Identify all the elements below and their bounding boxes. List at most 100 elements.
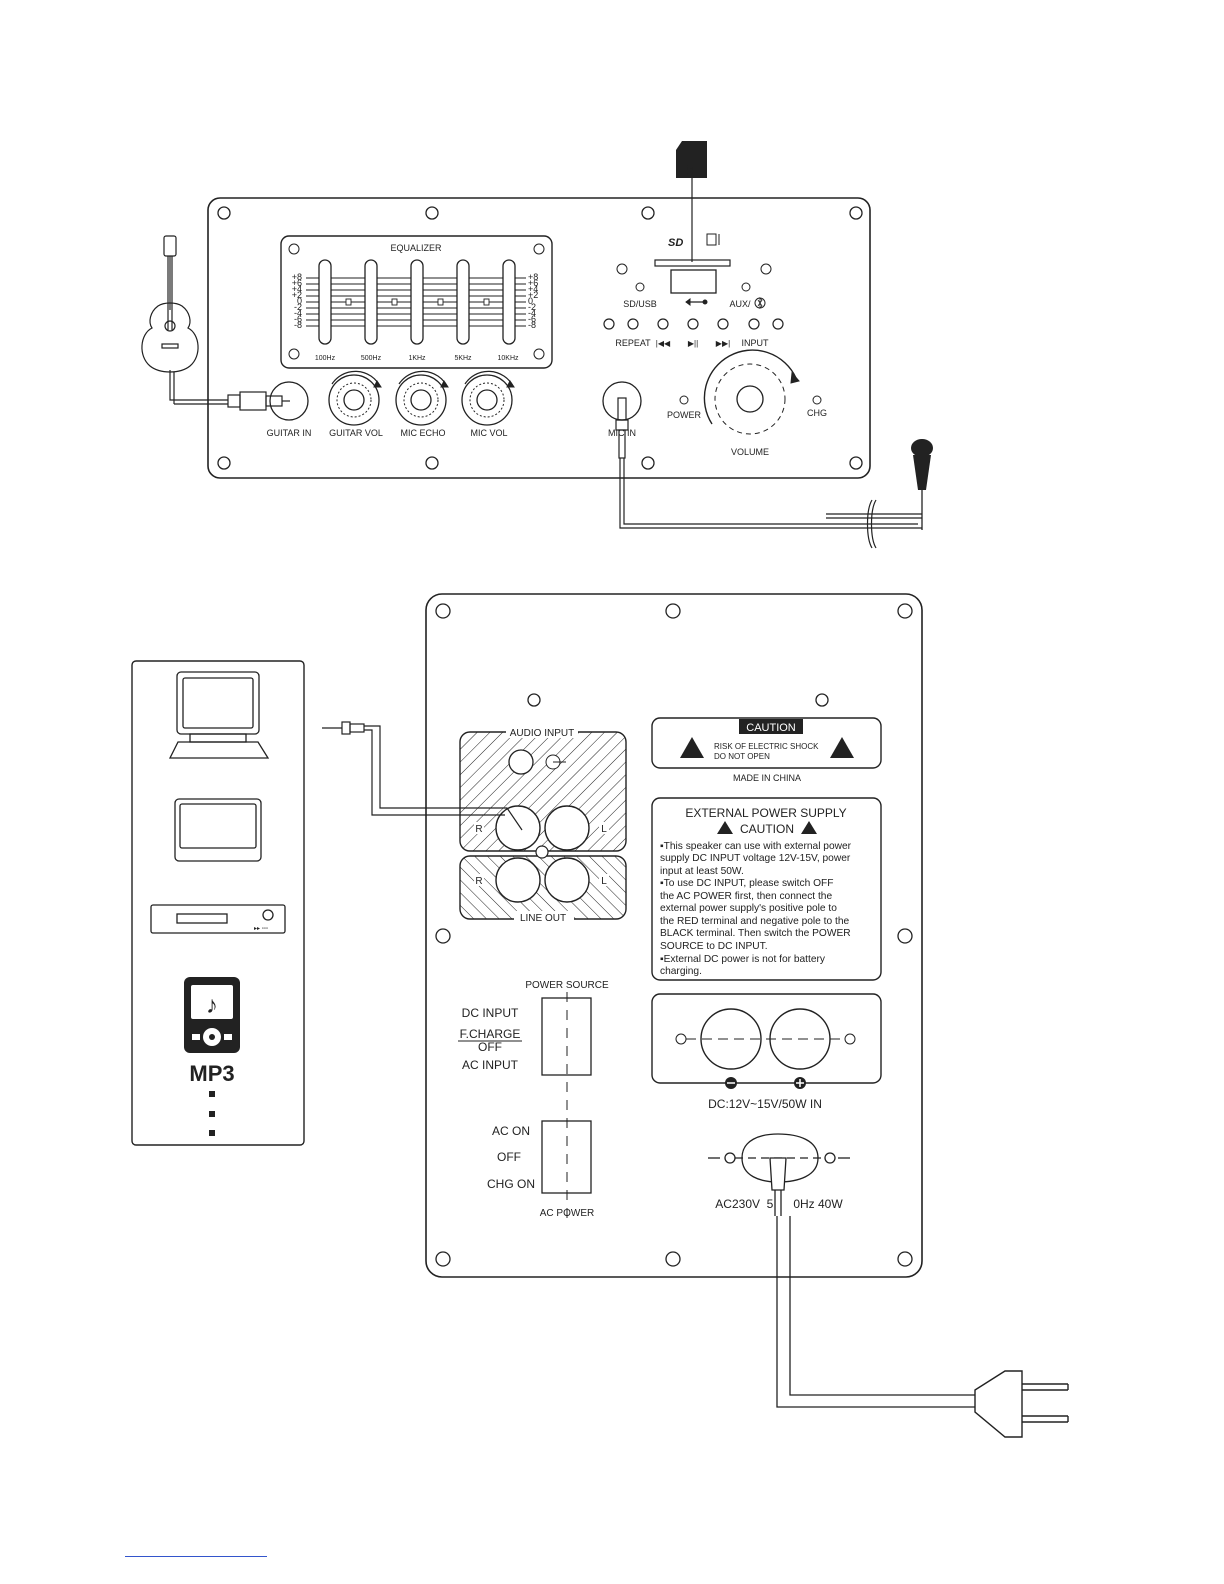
dc-input-label: DC INPUT bbox=[462, 1006, 519, 1020]
guitar-cable bbox=[173, 372, 290, 411]
line-out-panel bbox=[459, 855, 627, 920]
eq-scale-left-0: +8 bbox=[292, 272, 302, 282]
guitar-vol-knob[interactable] bbox=[328, 370, 382, 426]
guitar-icon bbox=[141, 235, 228, 401]
ac-on-label: AC ON bbox=[492, 1124, 530, 1138]
eq-scale-right-4: 0 bbox=[528, 296, 533, 306]
eq-slider-10khz[interactable] bbox=[502, 259, 516, 345]
eq-scale-left-5: -2 bbox=[294, 302, 302, 312]
external-power-box: EXTERNAL POWER SUPPLY CAUTION ▪This spea… bbox=[651, 797, 882, 981]
chg-on-label: CHG ON bbox=[487, 1177, 535, 1191]
volume-label: VOLUME bbox=[731, 447, 769, 457]
usb-port[interactable] bbox=[670, 269, 717, 294]
eq-scale-right-1: +6 bbox=[528, 278, 538, 288]
line-out-r-jack[interactable] bbox=[495, 857, 541, 903]
microphone-icon bbox=[911, 439, 933, 530]
eq-scale-right-6: -4 bbox=[528, 308, 536, 318]
source-devices-panel: ▸▸ ▫▫▫ ♪ MP3 bbox=[131, 660, 305, 1146]
mic-vol-knob[interactable] bbox=[461, 370, 515, 426]
ext-power-line: BLACK terminal. Then switch the POWER bbox=[660, 928, 851, 939]
ext-power-line: ▪This speaker can use with external powe… bbox=[660, 841, 852, 852]
dc-terminal-box bbox=[651, 993, 882, 1089]
eq-scale-left-7: -6 bbox=[294, 314, 302, 324]
audio-input-label: AUDIO INPUT bbox=[510, 728, 574, 739]
warning-icon bbox=[830, 737, 854, 758]
player-screw bbox=[616, 263, 628, 275]
prev-button[interactable] bbox=[657, 318, 669, 330]
sd-card-icon: SD bbox=[676, 141, 707, 262]
button[interactable] bbox=[772, 318, 784, 330]
eq-scale-right-2: +4 bbox=[528, 284, 538, 294]
play-pause-icon: ▶|| bbox=[688, 339, 698, 348]
sd-usb-label: SD/USB bbox=[623, 299, 657, 309]
ext-power-line: external power supply's positive pole to bbox=[660, 903, 837, 914]
channel-r-label: R bbox=[475, 876, 482, 887]
dc-negative-terminal[interactable] bbox=[700, 1008, 762, 1070]
eq-band-label: 5KHz bbox=[454, 355, 472, 362]
line-out-l-jack[interactable] bbox=[544, 857, 590, 903]
warning-icon bbox=[717, 821, 733, 834]
chg-led bbox=[812, 395, 822, 405]
eq-scale-left-1: +6 bbox=[292, 278, 302, 288]
button[interactable] bbox=[603, 318, 615, 330]
guitar-vol-label: GUITAR VOL bbox=[329, 428, 383, 438]
dc-rating-label: DC:12V~15V/50W IN bbox=[708, 1097, 822, 1111]
next-icon: ▶▶| bbox=[716, 339, 730, 348]
audio-in-r-jack[interactable] bbox=[495, 805, 541, 851]
eq-slider-5khz[interactable] bbox=[456, 259, 470, 345]
ac-power-switch[interactable] bbox=[541, 1120, 592, 1194]
mic-cable bbox=[615, 397, 922, 549]
mic-echo-knob[interactable] bbox=[395, 370, 449, 426]
chg-label: CHG bbox=[807, 408, 827, 418]
ext-power-caution: CAUTION bbox=[740, 822, 794, 836]
input-button[interactable] bbox=[748, 318, 760, 330]
power-label: POWER bbox=[667, 410, 702, 420]
top-control-panel: EQUALIZER +8 +6 +4 +2 0 -2 -4 -6 -8 +8 +… bbox=[207, 197, 871, 479]
equalizer: EQUALIZER +8 +6 +4 +2 0 -2 -4 -6 -8 +8 +… bbox=[280, 235, 553, 369]
bluetooth-icon bbox=[754, 297, 766, 309]
eq-slider-1khz[interactable] bbox=[410, 259, 424, 345]
ext-power-title: EXTERNAL POWER SUPPLY bbox=[685, 806, 846, 820]
sd-usb-led bbox=[635, 282, 645, 292]
player-screw bbox=[760, 263, 772, 275]
play-pause-button[interactable] bbox=[687, 318, 699, 330]
audio-in-l-jack[interactable] bbox=[544, 805, 590, 851]
eq-band-label: 10KHz bbox=[497, 355, 519, 362]
computer-icon bbox=[168, 671, 270, 759]
mic-in-label: MIC IN bbox=[608, 428, 636, 438]
sd-logo-icon: SD bbox=[668, 237, 683, 249]
next-button[interactable] bbox=[717, 318, 729, 330]
off-label: OFF bbox=[478, 1040, 502, 1054]
input-label: INPUT bbox=[742, 338, 770, 348]
channel-l-label: L bbox=[601, 824, 607, 835]
power-source-title: POWER SOURCE bbox=[525, 980, 609, 991]
svg-text:▸▸ ▫▫▫: ▸▸ ▫▫▫ bbox=[254, 926, 268, 932]
eq-scale-left-4: 0 bbox=[297, 296, 302, 306]
power-led bbox=[679, 395, 689, 405]
footer-line bbox=[125, 1556, 267, 1557]
ext-power-line: charging. bbox=[660, 966, 702, 977]
guitar-in-jack[interactable] bbox=[269, 381, 309, 421]
eq-band-label: 100Hz bbox=[315, 355, 336, 362]
eq-slider-500hz[interactable] bbox=[364, 259, 378, 345]
eq-slider-100hz[interactable] bbox=[318, 259, 332, 345]
ext-power-line: supply DC INPUT voltage 12V-15V, power bbox=[660, 853, 851, 864]
eq-scale-right-5: -2 bbox=[528, 302, 536, 312]
mic-in-jack[interactable] bbox=[602, 381, 642, 421]
channel-l-label: L bbox=[601, 876, 607, 887]
ext-power-line: ▪External DC power is not for battery bbox=[660, 954, 826, 965]
repeat-button[interactable] bbox=[627, 318, 639, 330]
warning-icon bbox=[801, 821, 817, 834]
mp3-player-icon: ♪ bbox=[184, 977, 240, 1053]
ac-power-cable bbox=[769, 1157, 975, 1408]
eq-scale-left-6: -4 bbox=[294, 308, 302, 318]
ext-power-line: input at least 50W. bbox=[660, 866, 744, 877]
volume-knob[interactable] bbox=[703, 349, 800, 435]
ext-power-line: the AC POWER first, then connect the bbox=[660, 891, 832, 902]
channel-r-label: R bbox=[475, 824, 482, 835]
dvd-player-icon: ▸▸ ▫▫▫ bbox=[150, 904, 286, 934]
headphone-icon bbox=[545, 754, 566, 770]
aux-jack[interactable] bbox=[508, 749, 534, 775]
eq-scale-right-0: +8 bbox=[528, 272, 538, 282]
